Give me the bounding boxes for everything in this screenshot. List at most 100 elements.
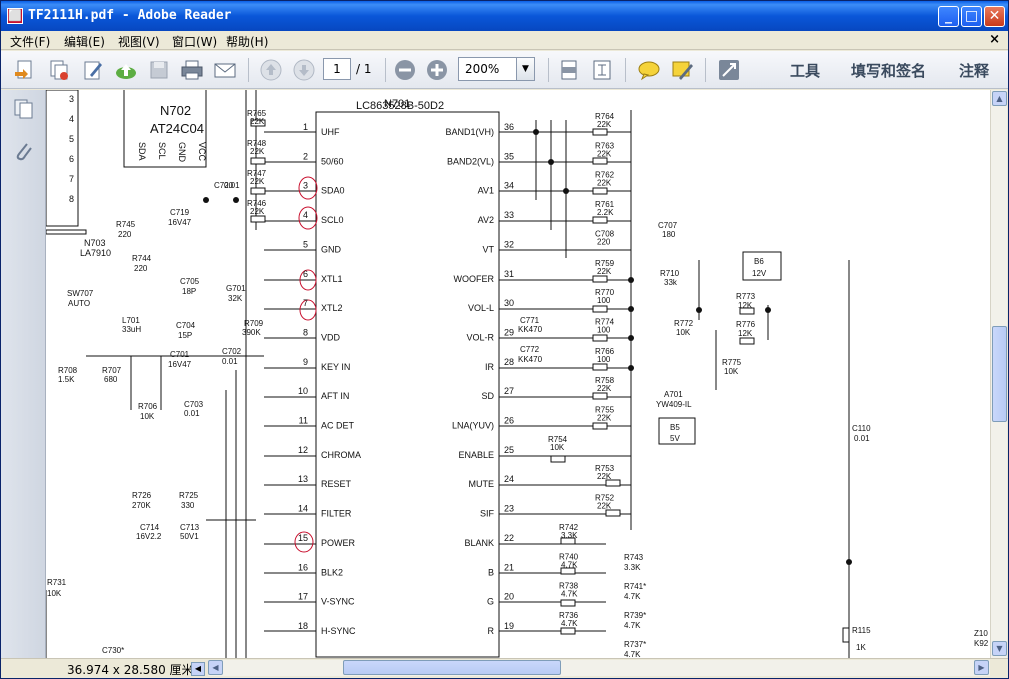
pin-number: 7: [303, 298, 308, 308]
resistor-name: R752: [595, 494, 615, 503]
scroll-up-icon[interactable]: ▲: [992, 91, 1007, 106]
label: 10K: [724, 367, 739, 376]
connector-pin-number: 3: [69, 94, 74, 104]
label: C730*: [102, 646, 124, 655]
label: 16V2.2: [136, 532, 162, 541]
label: 0.01: [854, 434, 870, 443]
toolbar-separator: [625, 58, 626, 82]
schematic-drawing: N701 LC863528B-50D2 N702 AT24C04 N703 LA…: [46, 90, 989, 658]
label: 16V47: [168, 360, 192, 369]
zoom-out-icon[interactable]: [393, 58, 417, 82]
fill-sign-link[interactable]: 填写和签名: [851, 62, 927, 80]
resistor-name: R736: [559, 611, 579, 620]
pages-icon[interactable]: [13, 98, 35, 120]
maximize-button[interactable]: □: [961, 6, 982, 27]
label: R773: [736, 292, 756, 301]
label: 270K: [132, 501, 151, 510]
pin-number: 28: [504, 357, 514, 367]
menu-edit[interactable]: 编辑(E): [64, 35, 105, 49]
label: L701: [122, 316, 140, 325]
resistor-value: 220: [597, 237, 611, 246]
zoom-in-icon[interactable]: [425, 58, 449, 82]
resistor-value: 100: [597, 355, 611, 364]
highlight-icon[interactable]: [670, 58, 694, 82]
close-button[interactable]: ✕: [984, 6, 1005, 27]
label: 10K: [676, 328, 691, 337]
label: R743: [624, 553, 644, 562]
minimize-button[interactable]: _: [938, 6, 959, 27]
email-icon[interactable]: [213, 58, 237, 82]
resistor-value: 22K: [597, 472, 612, 481]
full-screen-icon[interactable]: [717, 58, 741, 82]
label: C719: [170, 208, 190, 217]
save-icon[interactable]: [147, 58, 171, 82]
pin-label: GND: [321, 244, 342, 254]
pin-label: VOL-R: [466, 332, 494, 342]
resistor-name: R747: [247, 169, 267, 178]
pin-label: G: [487, 597, 494, 607]
edit-pdf-icon[interactable]: [81, 58, 105, 82]
chevron-down-icon[interactable]: ▼: [516, 58, 534, 80]
create-pdf-icon[interactable]: [13, 58, 37, 82]
menu-help[interactable]: 帮助(H): [226, 35, 269, 49]
menu-view[interactable]: 视图(V): [118, 35, 160, 49]
toolbar-separator: [248, 58, 249, 82]
fit-width-icon[interactable]: [557, 58, 581, 82]
scroll-right-icon[interactable]: ▶: [974, 660, 989, 675]
pin-label: ENABLE: [458, 450, 494, 460]
toolbar-separator: [705, 58, 706, 82]
pin-label: VT: [482, 244, 494, 254]
pin-label: AC DET: [321, 421, 355, 431]
previous-page-icon[interactable]: [259, 58, 283, 82]
vertical-scroll-thumb[interactable]: [992, 326, 1007, 422]
regulator-part: LA7910: [80, 248, 111, 258]
pin-label: BAND2(VL): [447, 156, 494, 166]
pin-number: 10: [298, 386, 308, 396]
menu-file[interactable]: 文件(F): [10, 35, 51, 49]
upload-cloud-icon[interactable]: [114, 58, 138, 82]
label: C110: [852, 424, 871, 433]
label: C702: [222, 347, 242, 356]
comment-icon[interactable]: [637, 58, 661, 82]
zoom-select[interactable]: 200% ▼: [458, 57, 535, 81]
label: 1K: [856, 643, 866, 652]
menu-window[interactable]: 窗口(W): [172, 35, 218, 49]
label: 1.5K: [58, 375, 75, 384]
tools-link[interactable]: 工具: [790, 62, 821, 80]
resistor-name: R755: [595, 406, 615, 415]
label: R706: [138, 402, 158, 411]
horizontal-scrollbar[interactable]: ◀ ▶: [208, 660, 990, 676]
scroll-left-corner-icon[interactable]: ◀: [191, 662, 205, 676]
pin-number: 13: [298, 474, 308, 484]
pin-number: 26: [504, 416, 514, 426]
pin-label: BAND1(VH): [445, 127, 494, 137]
eeprom-pin: SDA: [137, 142, 147, 161]
resistor-value: 100: [597, 296, 611, 305]
pin-label: R: [488, 626, 495, 636]
title-bar[interactable]: ⬜ TF2111H.pdf - Adobe Reader _ □ ✕: [1, 1, 1008, 31]
label: R710: [660, 269, 680, 278]
scroll-down-icon[interactable]: ▼: [992, 641, 1007, 656]
label: R115: [852, 626, 871, 635]
resistor-name: R774: [595, 317, 615, 326]
scroll-left-icon[interactable]: ◀: [208, 660, 223, 675]
close-document-button[interactable]: ×: [989, 32, 1000, 47]
pin-label: 50/60: [321, 156, 344, 166]
horizontal-scroll-thumb[interactable]: [343, 660, 561, 675]
fit-page-icon[interactable]: [590, 58, 614, 82]
eeprom-pin: VCC: [197, 142, 207, 162]
resistor-value: 22K: [597, 267, 612, 276]
attachments-icon[interactable]: [13, 140, 35, 162]
resistor-name: R738: [559, 582, 579, 591]
eeprom-pin: SCL: [157, 142, 167, 160]
document-view[interactable]: N701 LC863528B-50D2 N702 AT24C04 N703 LA…: [46, 90, 990, 658]
page-number-input[interactable]: 1: [323, 58, 351, 80]
pin-number: 1: [303, 122, 308, 132]
pdf-app-icon: ⬜: [7, 8, 23, 24]
vertical-scrollbar[interactable]: ▲ ▼: [990, 90, 1007, 658]
label: C704: [176, 321, 196, 330]
print-icon[interactable]: [180, 58, 204, 82]
combine-files-icon[interactable]: [47, 58, 71, 82]
comment-link[interactable]: 注释: [959, 62, 990, 80]
next-page-icon[interactable]: [292, 58, 316, 82]
